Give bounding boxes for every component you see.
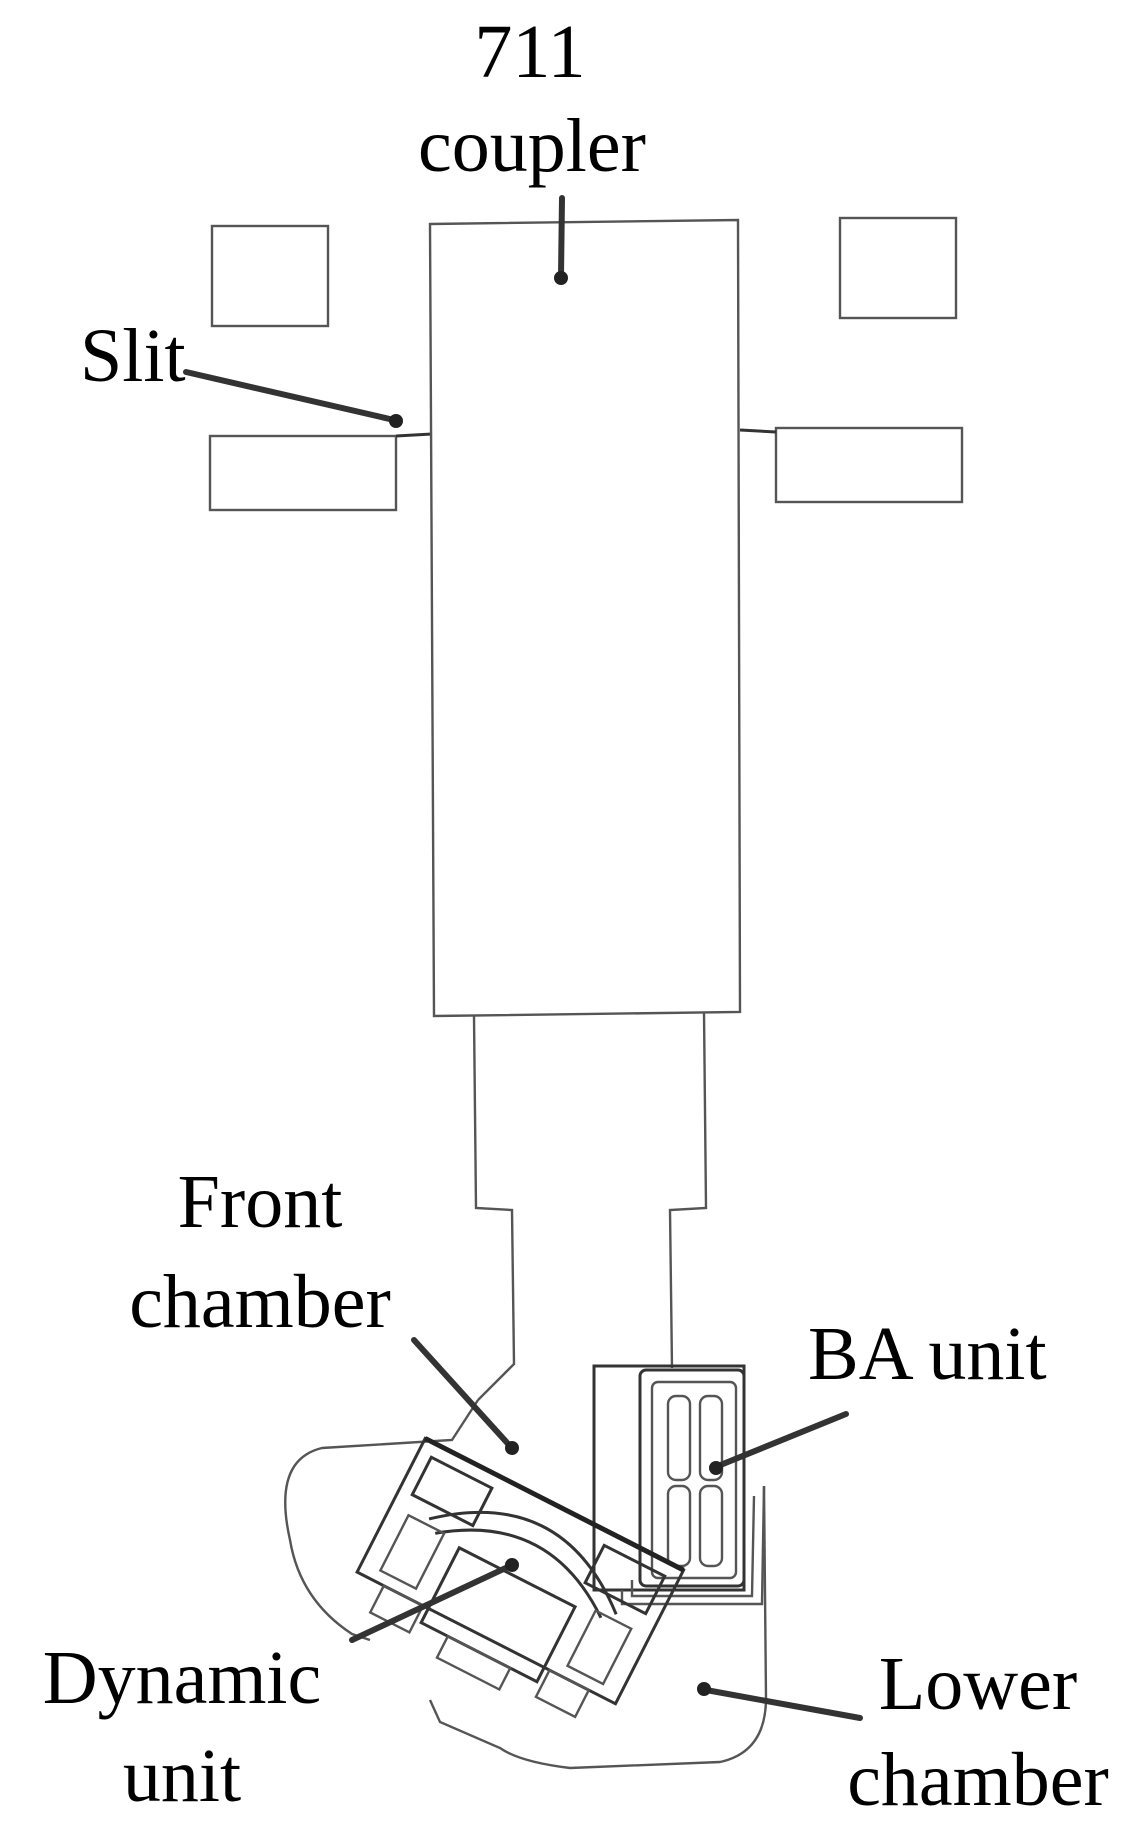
lower-right-block — [774, 426, 964, 504]
leader-slit — [183, 369, 397, 423]
ba-unit-drawing — [592, 1364, 766, 1606]
leader-coupler-dot — [554, 271, 568, 285]
slit-left-line — [395, 432, 433, 438]
front-chamber-outline — [284, 1399, 480, 1642]
label-ba-unit: BA unit — [808, 1312, 1047, 1396]
coupler-drawing — [183, 195, 964, 1770]
leader-lower-chamber-dot — [697, 1682, 711, 1696]
label-lower-chamber-line2: chamber — [847, 1738, 1109, 1822]
label-front-chamber-line1: Front — [177, 1160, 343, 1244]
label-lower-chamber-line1: Lower — [878, 1642, 1078, 1726]
upper-right-block — [838, 216, 958, 320]
leader-front-chamber — [411, 1337, 513, 1449]
coupler-tube — [472, 1015, 516, 1401]
label-coupler: coupler — [418, 104, 646, 188]
label-dynamic-unit-line1: Dynamic — [42, 1636, 322, 1720]
label-coupler-number: 711 — [474, 10, 586, 94]
leader-front-chamber-dot — [505, 1441, 519, 1455]
upper-left-block — [210, 224, 330, 328]
label-slit: Slit — [80, 314, 186, 398]
lower-chamber-outline — [428, 1485, 768, 1770]
coupler-body — [428, 218, 742, 1018]
leader-dynamic-unit-dot — [505, 1558, 519, 1572]
slit-right-line — [739, 428, 777, 434]
coupler-tube-right — [668, 1011, 708, 1369]
leader-lower-chamber — [703, 1687, 863, 1721]
dynamic-unit-drawing — [355, 1436, 686, 1719]
leader-ba-unit-dot — [709, 1461, 723, 1475]
label-front-chamber-line2: chamber — [129, 1260, 391, 1344]
leader-slit-dot — [389, 414, 403, 428]
label-dynamic-unit-line2: unit — [122, 1734, 242, 1818]
leader-dynamic-unit — [349, 1563, 513, 1643]
lower-left-block — [208, 434, 398, 512]
leader-ba-unit — [715, 1411, 849, 1469]
leader-coupler — [558, 195, 565, 279]
